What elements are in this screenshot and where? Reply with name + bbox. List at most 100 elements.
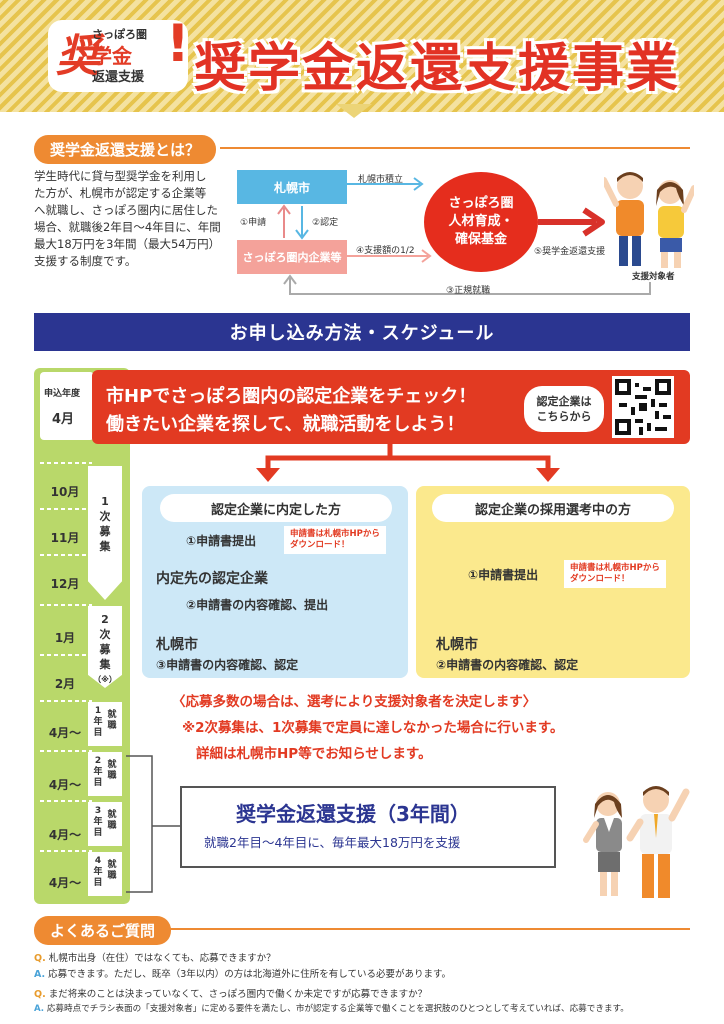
screening-city: 札幌市 [436, 637, 478, 653]
faq-a2-text: 応募時点でチラシ表面の「支援対象者」に定める要件を満たし、市が認定する企業等で働… [46, 1004, 629, 1014]
recruit2-label: 2 次 募 集 （※） [88, 612, 122, 687]
faq-question-1: Q. 札幌市出身（在住）ではなくても、応募できますか？ [34, 950, 276, 964]
panel-offer-title: 認定企業に内定した方 [160, 494, 392, 522]
label-support-return: ⑤奨学金返還支援 [534, 247, 606, 257]
about-line: 最大18万円を3年間（最大54万円） [34, 237, 221, 251]
recruit2-char: 募 [99, 643, 111, 656]
recruit1-char: 募 [99, 525, 111, 538]
fund-line: 人材育成・ [448, 214, 514, 229]
offer-company: 内定先の認定企業 [156, 571, 268, 587]
city-box: 札幌市 [237, 170, 347, 204]
month-label: 10月 [50, 485, 80, 499]
about-line: た方が、札幌市が認定する企業等 [34, 186, 207, 200]
about-heading-line [220, 147, 690, 149]
month-label: 1月 [54, 631, 76, 645]
offer-step-3: ③申請書の内容確認、認定 [156, 658, 299, 672]
year-4-job: 就職 [107, 860, 117, 881]
recruit2-char: 集 [99, 658, 111, 671]
year-box-2 [88, 752, 122, 796]
a-mark: A. [34, 1004, 45, 1014]
recruit1-char: 集 [99, 540, 111, 553]
timeline-year-label: 申込年度 [44, 389, 81, 399]
logo-text-1: さっぽろ圏 [92, 28, 147, 41]
month-label: 4月～ [48, 828, 82, 842]
label-target: 支援対象者 [632, 272, 675, 282]
qr-bubble: 認定企業は こちらから [524, 386, 604, 432]
month-label: 4月～ [48, 876, 82, 890]
year-mark: 目 [93, 828, 103, 838]
check-line-1: 市HPでさっぽろ圏内の認定企業をチェック！ [106, 386, 477, 407]
recruit-period-1 [88, 466, 122, 600]
workers-illustration-icon [583, 786, 690, 898]
timeline-first-month: 4月 [52, 412, 75, 427]
label-city-deposit: 札幌市積立 [358, 175, 404, 185]
recruit-period-2 [88, 606, 122, 688]
about-heading: 奨学金返還支援とは？ [34, 135, 217, 164]
recruit1-label: 1 次 募 集 [88, 494, 122, 554]
offer-city: 札幌市 [156, 637, 198, 653]
faq-question-2: Q. まだ将来のことは決まっていなくて、さっぽろ圏内で働くか未定ですが応募できま… [34, 986, 427, 1000]
month-label: 11月 [50, 531, 80, 545]
notice-details: 詳細は札幌市HP等でお知らせします。 [196, 746, 432, 762]
year-unit: 年 [93, 767, 103, 777]
fund-circle: さっぽろ圏 人材育成・ 確保基金 [424, 172, 538, 272]
screening-step-2: ②申請書の内容確認、認定 [436, 658, 579, 672]
faq-q2-text: まだ将来のことは決まっていなくて、さっぽろ圏内で働くか未定ですが応募できますか？ [48, 989, 428, 1000]
logo-text-2: 学金 [92, 44, 132, 68]
students-illustration-icon [604, 172, 694, 268]
note-line: ダウンロード！ [290, 540, 350, 550]
label-apply: ①申請 [240, 218, 267, 228]
fund-line: さっぽろ圏 [448, 196, 514, 211]
flow-arrows [277, 177, 651, 295]
faq-heading-line [170, 928, 690, 930]
check-line-2: 働きたい企業を探して、就職活動をしよう！ [106, 414, 465, 435]
month-label: 12月 [50, 577, 80, 591]
qr-code-icon[interactable] [612, 376, 674, 438]
month-divider [40, 462, 92, 464]
panel-screening-title: 認定企業の採用選考中の方 [432, 494, 674, 522]
year-mark: 目 [93, 878, 103, 888]
q-mark: Q. [34, 953, 46, 964]
year-box-4 [88, 852, 122, 896]
about-line: 支援する制度です。 [34, 254, 137, 268]
timeline-start [40, 372, 94, 440]
year-num: 3 [94, 806, 102, 816]
logo-big-char: 奨 [56, 31, 100, 82]
offer-step-2: ②申請書の内容確認、提出 [186, 598, 329, 612]
month-label: 4月～ [48, 726, 82, 740]
q-mark: Q. [34, 989, 46, 1000]
year-3-job: 就職 [107, 810, 117, 831]
page-title: 奨学金返還支援事業 [194, 39, 681, 99]
note-line: ダウンロード！ [570, 574, 630, 584]
logo-text-3: 返還支援 [92, 70, 145, 85]
year-2-job: 就職 [107, 760, 117, 781]
fund-line: 確保基金 [454, 232, 507, 247]
a-mark: A. [34, 969, 46, 980]
notice-selection: 〈応募多数の場合は、選考により支援対象者を決定します〉 [172, 694, 537, 710]
qr-pattern [615, 379, 671, 435]
faq-heading: よくあるご質問 [34, 916, 172, 945]
year-unit: 年 [93, 867, 103, 877]
year-mark: 目 [93, 778, 103, 788]
logo [48, 20, 188, 92]
recruit2-char: 2 [101, 613, 109, 626]
month-divider [40, 750, 92, 752]
screening-download-note: 申請書は札幌市HPから ダウンロード！ [564, 560, 666, 588]
month-divider [40, 604, 92, 606]
recruit1-char: 次 [99, 510, 111, 523]
about-line: 学生時代に貸与型奨学金を利用し [34, 169, 207, 183]
month-divider [40, 700, 92, 702]
month-divider [40, 654, 92, 656]
screening-step-1: ①申請書提出 [468, 568, 539, 582]
year-num: 1 [94, 706, 102, 716]
year-num: 2 [94, 756, 102, 766]
year-unit: 年 [93, 817, 103, 827]
support-title: 奨学金返還支援（3年間） [236, 802, 470, 826]
faq-answer-1: A. 応募できます。ただし、既卒（3年以内）の方は北海道外に住所を有している必要… [34, 966, 451, 980]
year-1-job: 就職 [107, 710, 117, 731]
